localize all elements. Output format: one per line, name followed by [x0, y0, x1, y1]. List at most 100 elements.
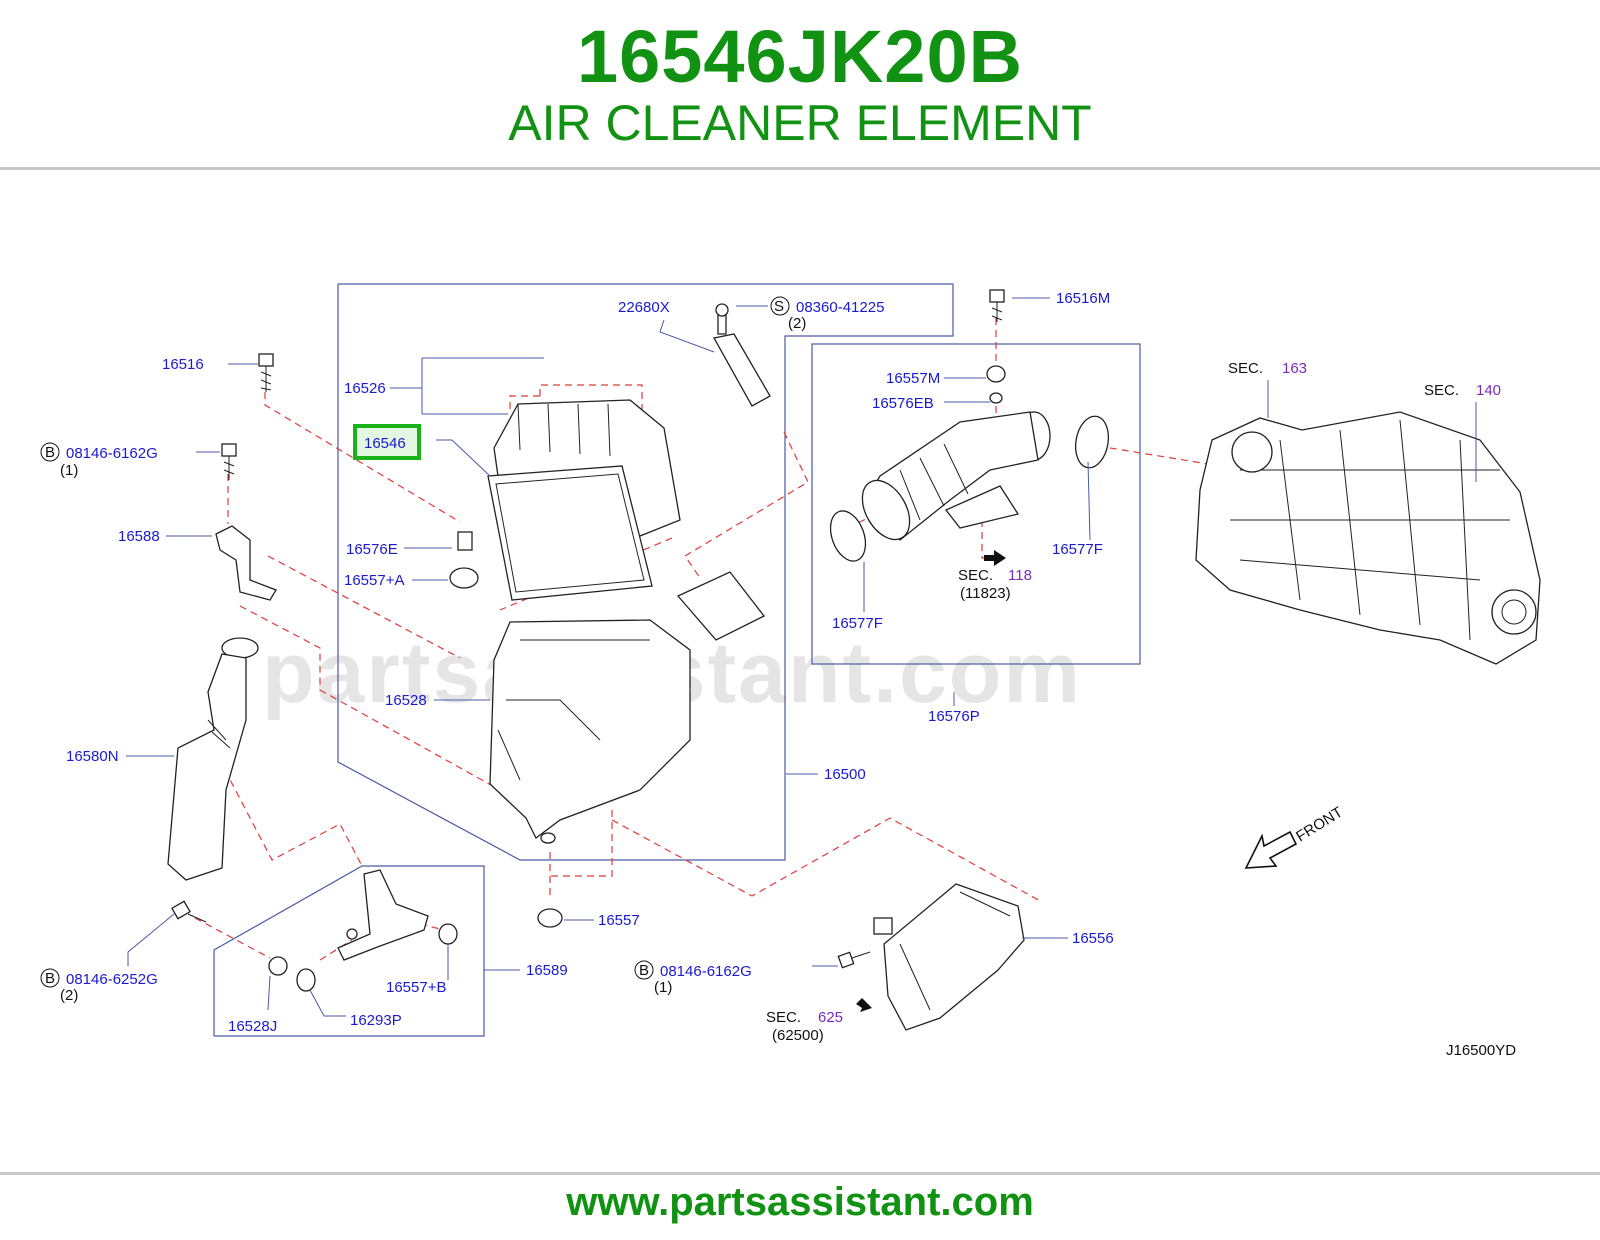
dash-line — [239, 605, 501, 791]
rubber-16557B-part — [438, 923, 458, 945]
sec163-number[interactable]: 163 — [1282, 360, 1307, 377]
dash-line — [539, 384, 643, 418]
label-08146-6162G-top[interactable]: 08146-6162G — [66, 445, 158, 462]
intake-hose-16576P-part — [861, 411, 1051, 541]
b-symbol-icon — [634, 960, 654, 980]
sec140-prefix: SEC. — [1424, 382, 1459, 399]
header-divider — [0, 167, 1600, 170]
label-16528J[interactable]: 16528J — [228, 1018, 277, 1035]
label-16580N[interactable]: 16580N — [66, 748, 119, 765]
dash-line — [684, 431, 809, 579]
label-16293P[interactable]: 16293P — [350, 1012, 402, 1029]
bracket-16589-box — [213, 865, 485, 1037]
sec118-number[interactable]: 118 — [1008, 567, 1032, 584]
label-16577F-right[interactable]: 16577F — [1052, 541, 1103, 558]
dash-line — [319, 939, 353, 961]
sec625-arrow-icon — [856, 998, 872, 1012]
bushing-16293P-part — [296, 968, 316, 992]
leader-line — [659, 319, 715, 353]
grommet-16576E-part — [457, 531, 473, 551]
dash-line — [194, 917, 271, 959]
s-symbol-icon — [770, 296, 790, 316]
leader-line — [309, 989, 346, 1017]
diagram-code: J16500YD — [1446, 1042, 1516, 1059]
dash-line — [267, 555, 461, 659]
sec140-number[interactable]: 140 — [1476, 382, 1501, 399]
label-16589[interactable]: 16589 — [526, 962, 568, 979]
label-16576E[interactable]: 16576E — [346, 541, 398, 558]
s-symbol: S — [774, 298, 784, 315]
qty-08146-lower: (1) — [654, 979, 672, 996]
assembly-16500-box — [337, 283, 954, 861]
leader-line — [1087, 461, 1091, 541]
label-16556[interactable]: 16556 — [1072, 930, 1114, 947]
label-16516[interactable]: 16516 — [162, 356, 204, 373]
b-symbol-icon — [40, 968, 60, 988]
label-16528[interactable]: 16528 — [385, 692, 427, 709]
sec163-prefix: SEC. — [1228, 360, 1263, 377]
intake-manifold-part — [1195, 411, 1541, 665]
bolt-16516-part — [258, 353, 274, 392]
label-08360-41225[interactable]: 08360-41225 — [796, 299, 884, 316]
rubber-16557-part — [537, 908, 563, 928]
grommet-16557M-part — [986, 365, 1006, 383]
bolt-08146-6252G-part — [171, 900, 207, 923]
label-16546-highlighted[interactable]: 16546 — [364, 435, 406, 452]
label-16577F-left[interactable]: 16577F — [832, 615, 883, 632]
dash-line — [224, 769, 363, 867]
label-16576EB[interactable]: 16576EB — [872, 395, 934, 412]
highlight-box-16546 — [353, 424, 421, 460]
footer-url-link[interactable]: www.partsassistant.com — [566, 1180, 1034, 1224]
label-16557[interactable]: 16557 — [598, 912, 640, 929]
spacer-16576EB-part — [989, 392, 1003, 404]
air-cleaner-case-part — [489, 571, 765, 844]
bolt-08146-lower-part — [837, 951, 871, 969]
label-16557M[interactable]: 16557M — [886, 370, 940, 387]
qty-08146-6252G: (2) — [60, 987, 78, 1004]
inlet-tube-16580N-part — [167, 637, 259, 881]
sec625-sub: (62500) — [772, 1027, 824, 1044]
bolt-16516M-part — [989, 289, 1005, 322]
label-16557A[interactable]: 16557+A — [344, 572, 404, 589]
label-22680X[interactable]: 22680X — [618, 299, 670, 316]
dash-line — [509, 395, 540, 410]
collar-16528J-part — [268, 956, 288, 976]
front-arrow-icon — [1244, 830, 1298, 869]
footer-divider — [0, 1172, 1600, 1175]
b-symbol: B — [45, 970, 55, 987]
label-16576P[interactable]: 16576P — [928, 708, 980, 725]
front-label: FRONT — [1293, 804, 1346, 846]
dash-line — [981, 520, 1002, 559]
bracket-16588-part — [215, 525, 277, 601]
maf-sensor-part — [712, 303, 771, 407]
air-duct-16556-part — [873, 883, 1025, 1031]
grommet-16557A-part — [449, 567, 479, 589]
sec118-sub: (11823) — [960, 585, 1011, 602]
sec625-number[interactable]: 625 — [818, 1009, 843, 1026]
leader-line — [390, 357, 544, 415]
label-16526[interactable]: 16526 — [344, 380, 386, 397]
b-symbol-icon — [40, 442, 60, 462]
header: 16546JK20B AIR CLEANER ELEMENT — [0, 0, 1600, 168]
qty-08360: (2) — [788, 315, 806, 332]
sec118-prefix: SEC. — [958, 567, 993, 584]
dash-line — [1097, 445, 1209, 465]
clamp-16577F-left-part — [829, 510, 867, 562]
part-name-subtitle: AIR CLEANER ELEMENT — [508, 95, 1092, 151]
sec625-prefix: SEC. — [766, 1009, 801, 1026]
intake-duct-box — [811, 343, 1141, 665]
qty-08146-top: (1) — [60, 462, 78, 479]
label-16500[interactable]: 16500 — [824, 766, 866, 783]
part-number-title: 16546JK20B — [576, 15, 1024, 98]
label-16516M[interactable]: 16516M — [1056, 290, 1110, 307]
leader-line — [127, 913, 175, 966]
dash-line — [550, 810, 613, 877]
b-symbol: B — [639, 962, 649, 979]
bracket-16589-part — [337, 869, 429, 961]
label-08146-6162G-lower[interactable]: 08146-6162G — [660, 963, 752, 980]
parts-diagram: partsassistant.com — [40, 283, 1541, 1059]
label-08146-6252G[interactable]: 08146-6252G — [66, 971, 158, 988]
clamp-16577F-right-part — [1074, 415, 1110, 469]
label-16588[interactable]: 16588 — [118, 528, 160, 545]
label-16557B[interactable]: 16557+B — [386, 979, 446, 996]
